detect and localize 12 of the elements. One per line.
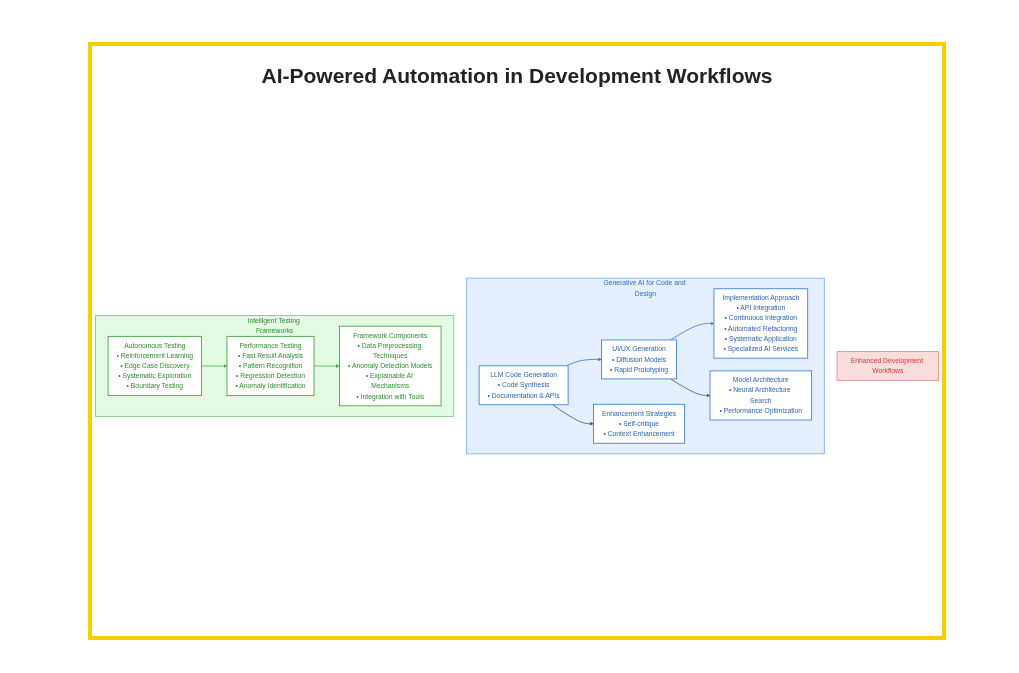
node-box (713, 288, 809, 359)
cluster (466, 277, 825, 455)
cluster (94, 315, 455, 417)
diagram-title: AI-Powered Automation in Development Workflows (261, 64, 773, 88)
node-box (107, 335, 202, 397)
node-box (709, 370, 813, 421)
node-box (339, 325, 442, 407)
node-box (226, 335, 315, 397)
node-box (836, 351, 940, 381)
node-box (601, 339, 677, 380)
node-box (478, 365, 569, 406)
node-box (593, 403, 686, 444)
